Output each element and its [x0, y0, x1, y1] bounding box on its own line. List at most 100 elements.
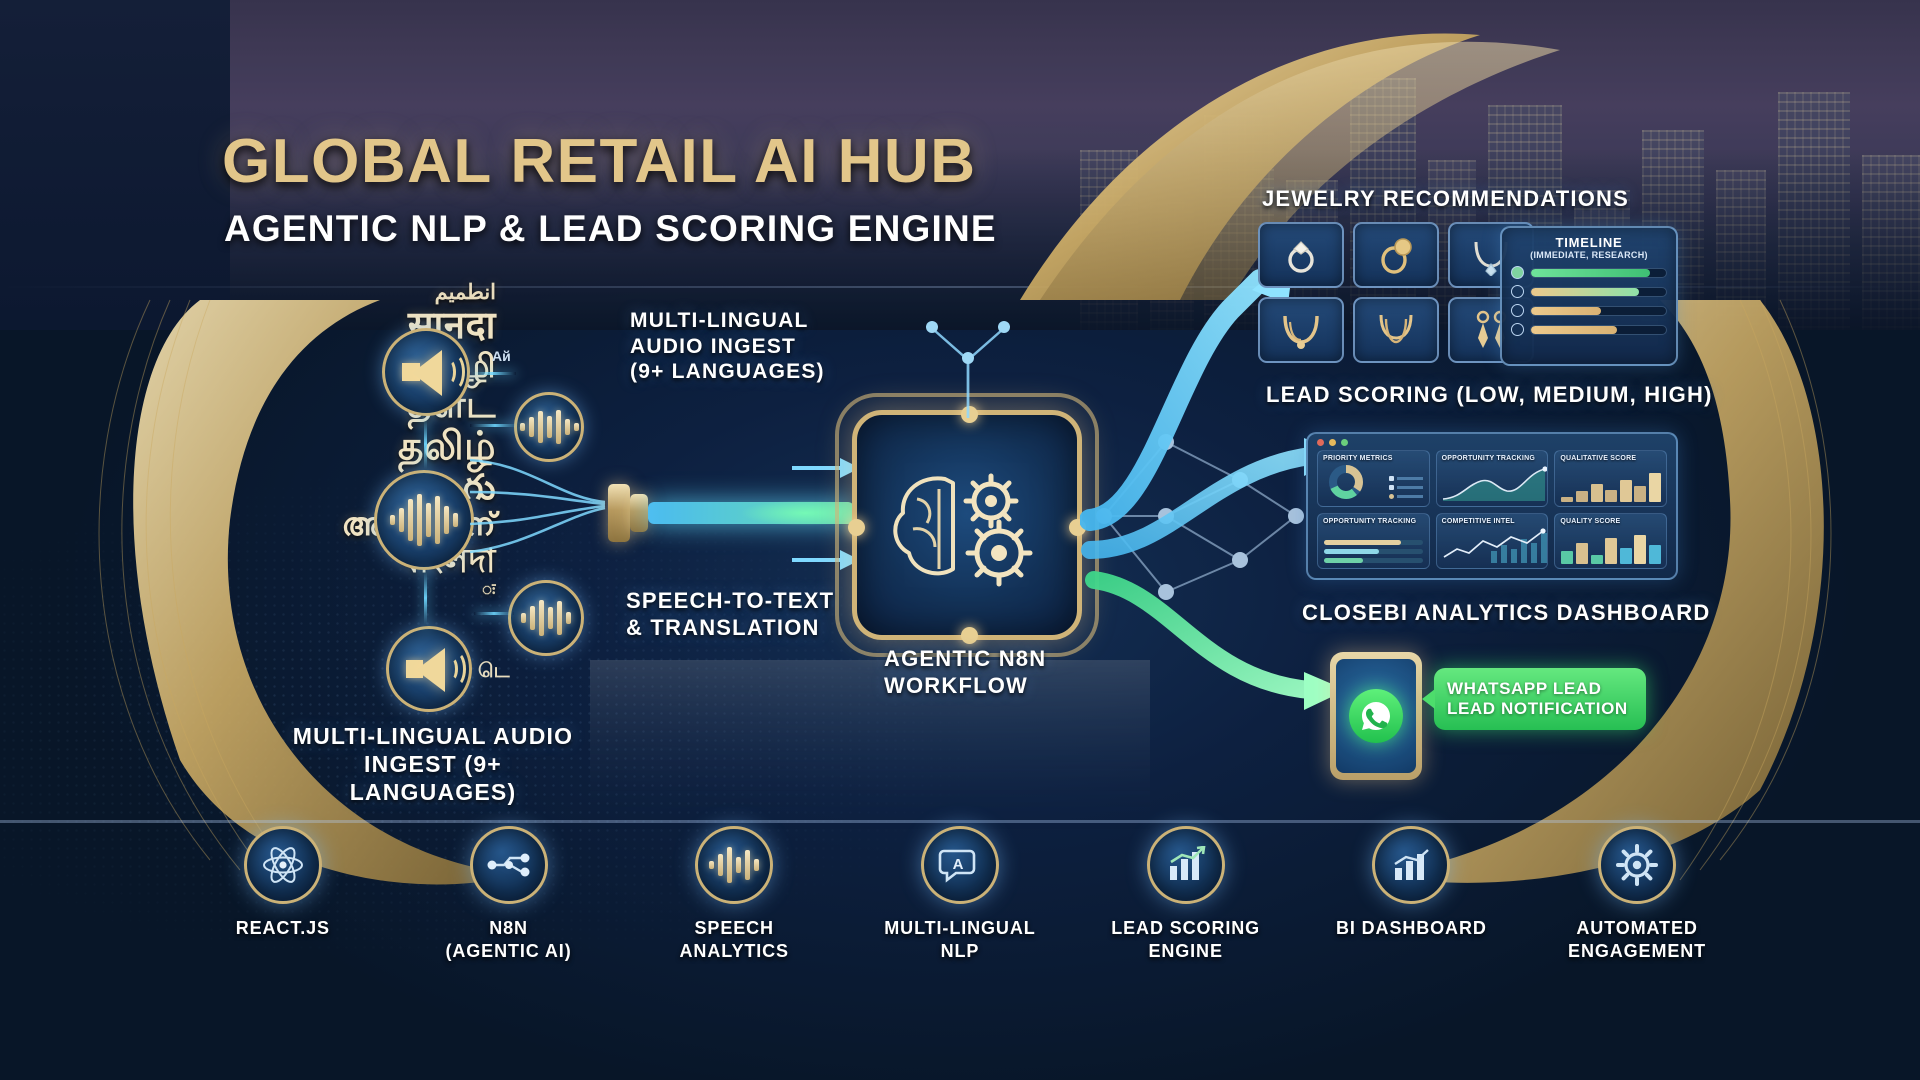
- tech-item-react[interactable]: REACT.js: [188, 826, 378, 940]
- language-line: انطمیم: [434, 281, 496, 304]
- label-line: ANALYTICS: [679, 940, 789, 961]
- tag-icon: [1511, 323, 1524, 336]
- page-subtitle: AGENTIC NLP & LEAD SCORING ENGINE: [224, 208, 997, 250]
- tech-item-multilingual-nlp[interactable]: A MULTI-LINGUAL NLP: [865, 826, 1055, 962]
- label-line: REACT.js: [235, 918, 330, 938]
- speech-to-text-label: SPEECH-TO-TEXT & TRANSLATION: [626, 588, 834, 642]
- timeline-subtitle: (IMMEDIATE, RESEARCH): [1530, 250, 1648, 260]
- waveform-icon-large[interactable]: [374, 470, 474, 570]
- tile-label: PRIORITY METRICS: [1323, 455, 1393, 462]
- connector-line: [424, 568, 427, 628]
- pipe-connector: [630, 494, 648, 532]
- caption-line: SPEECH-TO-TEXT: [626, 588, 835, 613]
- core-top-branch: [926, 321, 1010, 418]
- tech-item-label: REACT.js: [236, 917, 330, 940]
- page-subtitle-text: AGENTIC NLP & LEAD SCORING ENGINE: [224, 208, 997, 249]
- donut-chart: [1329, 464, 1363, 499]
- n8n-icon: [469, 826, 548, 904]
- line-chart: [1443, 528, 1547, 563]
- tile-label: OPPORTUNITY TRACKING: [1441, 455, 1535, 462]
- bar-chart: [1561, 472, 1661, 502]
- agentic-workflow-label: AGENTIC n8n WORKFLOW: [884, 646, 1046, 700]
- jewelry-recommendations-grid: [1258, 222, 1534, 363]
- label-line: (AGENTIC AI): [445, 940, 572, 961]
- brain-gears-icon: [893, 473, 1033, 587]
- timeline-row: [1511, 304, 1667, 317]
- dashboard-tile[interactable]: PRIORITY METRICS: [1317, 450, 1430, 507]
- tech-item-n8n[interactable]: n8n (AGENTIC AI): [414, 826, 604, 962]
- caption-line: AUDIO INGEST: [630, 334, 797, 358]
- caption-line: INGEST (9+ LANGUAGES): [349, 751, 517, 806]
- tech-item-label: n8n (AGENTIC AI): [445, 917, 571, 962]
- pipe-connector: [608, 484, 630, 542]
- tech-item-label: AUTOMATED ENGAGEMENT: [1568, 917, 1706, 962]
- dashboard-tile[interactable]: COMPETITIVE INTEL: [1435, 512, 1549, 569]
- translate-chat-icon: A: [920, 826, 999, 904]
- timeline-row: [1511, 323, 1667, 336]
- left-dark-gradient: [0, 0, 230, 330]
- layered-necklace-icon[interactable]: [1353, 297, 1439, 363]
- person-icon: [1511, 266, 1524, 279]
- tile-label: QUALITATIVE SCORE: [1560, 455, 1637, 462]
- gold-ring-icon[interactable]: [1353, 222, 1439, 288]
- tech-item-bi-dashboard[interactable]: BI DASHBOARD: [1316, 826, 1506, 940]
- dashboard-tile[interactable]: OPPORTUNITY TRACKING: [1317, 512, 1430, 569]
- tech-stack-strip: [0, 820, 1920, 1080]
- language-line: सानदा: [407, 305, 496, 347]
- connector-line: [470, 424, 520, 427]
- speaker-icon[interactable]: [386, 626, 472, 712]
- thumbs-up-icon: [1511, 304, 1524, 317]
- label-line: NLP: [940, 940, 980, 961]
- page-title-text: GLOBAL RETAIL AI HUB: [222, 127, 977, 196]
- timeline-title: TIMELINE: [1555, 235, 1623, 250]
- progress-track: [1530, 267, 1667, 278]
- chain-necklace-icon[interactable]: [1258, 297, 1344, 363]
- window-dots: [1317, 439, 1348, 446]
- tech-item-automated-engagement[interactable]: AUTOMATED ENGAGEMENT: [1542, 826, 1732, 962]
- core-input-arrows: [792, 458, 860, 570]
- timeline-panel: TIMELINE (IMMEDIATE, RESEARCH): [1500, 226, 1678, 366]
- caption-line: & TRANSLATION: [626, 614, 820, 640]
- svg-text:A: A: [953, 856, 964, 873]
- dashboard-tile[interactable]: QUALITATIVE SCORE: [1554, 450, 1667, 507]
- timeline-row: [1511, 285, 1667, 298]
- ai-core-module[interactable]: [835, 393, 1099, 657]
- waveform-icon[interactable]: [508, 580, 584, 656]
- bar-chart: [1561, 534, 1661, 564]
- tile-label: COMPETITIVE INTEL: [1441, 517, 1515, 525]
- dashboard-tile[interactable]: QUALITY SCORE: [1554, 512, 1667, 569]
- analytics-dashboard-label: CLOSEBI ANALYTICS DASHBOARD: [1302, 600, 1711, 625]
- react-icon: [243, 826, 322, 904]
- caption-line: WORKFLOW: [884, 672, 1029, 698]
- smartphone-mockup[interactable]: [1330, 652, 1422, 780]
- area-chart: [1442, 465, 1548, 501]
- retail-store-backdrop: [590, 660, 1150, 840]
- solitaire-ring-icon[interactable]: [1258, 222, 1344, 288]
- speaker-icon[interactable]: [382, 328, 470, 416]
- label-line: ENGINE: [1148, 940, 1223, 961]
- connector-line: [470, 372, 516, 375]
- label-line: n8n: [489, 918, 528, 938]
- bar-chart-icon: [1372, 826, 1451, 904]
- tech-item-lead-scoring[interactable]: LEAD SCORING ENGINE: [1091, 826, 1281, 962]
- beam-glow: [740, 500, 870, 526]
- tile-label: OPPORTUNITY TRACKING: [1323, 517, 1417, 525]
- tech-item-speech-analytics[interactable]: SPEECH ANALYTICS: [639, 826, 829, 962]
- connector-line: [474, 612, 514, 615]
- whatsapp-notification-bubble[interactable]: WHATSAPP LEAD LEAD NOTIFICATION: [1422, 668, 1646, 730]
- caption-line: MULTI-LINGUAL AUDIO: [292, 723, 574, 749]
- caption-line: AGENTIC n8n: [884, 646, 1047, 671]
- label-line: LEAD SCORING: [1111, 918, 1261, 938]
- lead-scoring-label: LEAD SCORING (LOW, MEDIUM, HIGH): [1266, 382, 1713, 407]
- jewelry-recommendations-label: JEWELRY RECOMMENDATIONS: [1262, 186, 1629, 211]
- page-title: GLOBAL RETAIL AI HUB: [222, 126, 976, 197]
- timeline-row: [1511, 266, 1667, 279]
- label-line: SPEECH: [694, 918, 774, 938]
- waveform-icon[interactable]: [514, 392, 584, 462]
- label-line: MULTI-LINGUAL: [884, 918, 1036, 938]
- label-line: BI DASHBOARD: [1335, 918, 1487, 938]
- bi-dashboard-panel[interactable]: PRIORITY METRICS OPPORTUNITY TRACKING: [1306, 432, 1678, 580]
- badge-icon: [1511, 285, 1524, 298]
- tech-item-label: BI DASHBOARD: [1336, 917, 1487, 940]
- dashboard-tile[interactable]: OPPORTUNITY TRACKING: [1435, 450, 1549, 507]
